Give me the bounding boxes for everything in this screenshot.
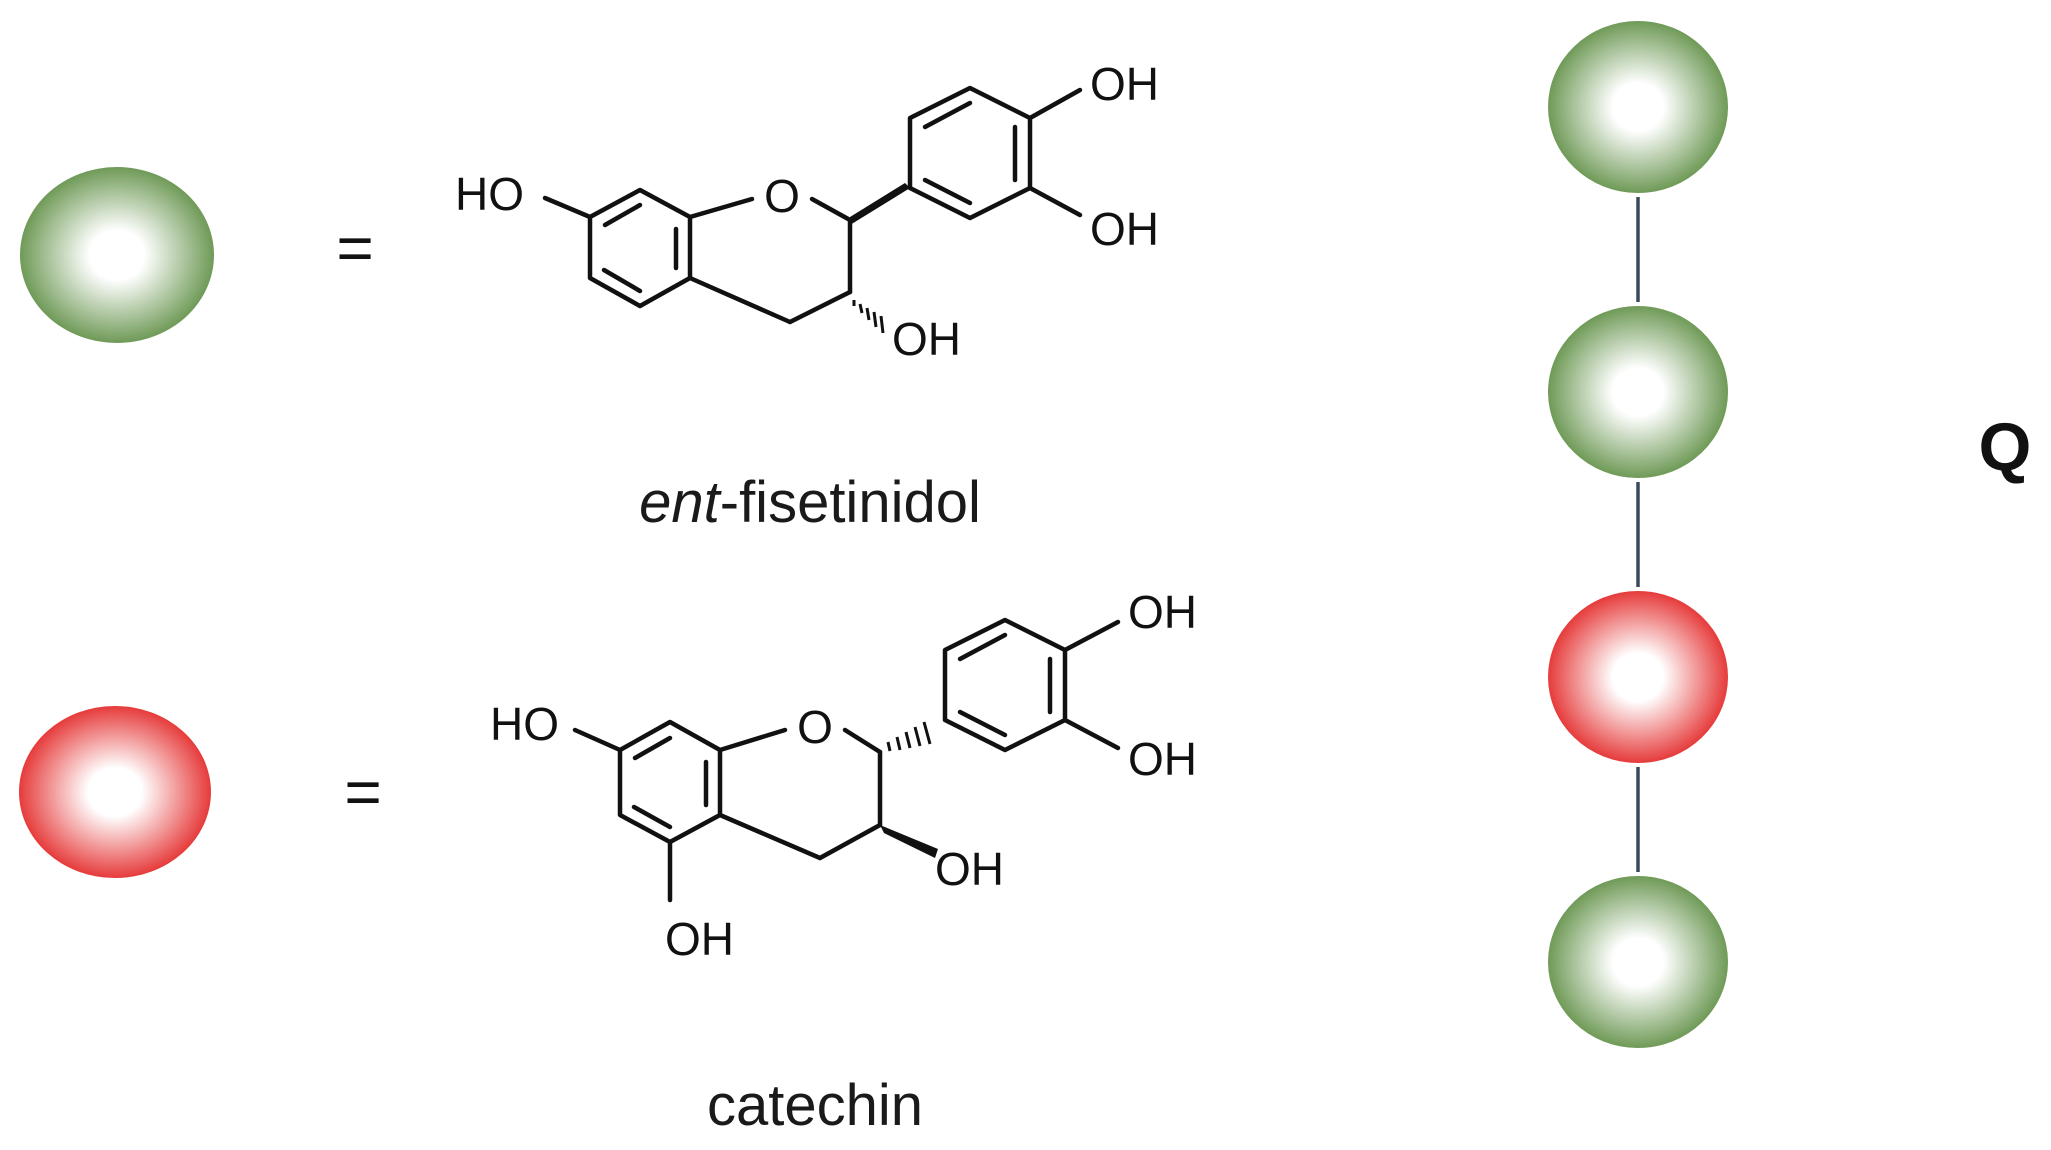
chain-unit-green (1548, 21, 1728, 193)
hashed-bond (852, 300, 885, 334)
atom-ho-label: HO (490, 698, 559, 750)
chain-unit-red (1548, 591, 1728, 763)
caption-catechin: catechin (707, 1073, 923, 1138)
atom-oh-label: OH (892, 313, 961, 365)
caption-ent-fisetinidol: ent-fisetinidol (639, 470, 981, 535)
legend-green-sphere (20, 167, 214, 343)
atom-ho-label: HO (455, 168, 524, 220)
atom-oh-label: OH (665, 913, 734, 965)
atom-o-label: O (797, 701, 833, 753)
chain-label: Q (1979, 409, 2032, 485)
wedge-bond (850, 183, 910, 225)
atom-oh-label: OH (1128, 733, 1197, 785)
hashed-bond (886, 721, 932, 752)
legend-red-sphere (19, 706, 211, 878)
chain-unit-green (1548, 306, 1728, 478)
ent-fisetinidol-structure: HO O OH OH OH (455, 58, 1159, 365)
wedge-bond (880, 825, 938, 858)
oligomer-chain-q (1548, 21, 1728, 1048)
legend-equals-sign: = (336, 212, 373, 284)
legend-equals-sign: = (344, 756, 381, 828)
atom-o-label: O (764, 170, 800, 222)
atom-oh-label: OH (1128, 586, 1197, 638)
catechin-structure: HO O OH OH OH OH (490, 586, 1197, 965)
atom-oh-label: OH (1090, 58, 1159, 110)
chain-unit-green (1548, 876, 1728, 1048)
atom-oh-label: OH (935, 843, 1004, 895)
atom-oh-label: OH (1090, 203, 1159, 255)
